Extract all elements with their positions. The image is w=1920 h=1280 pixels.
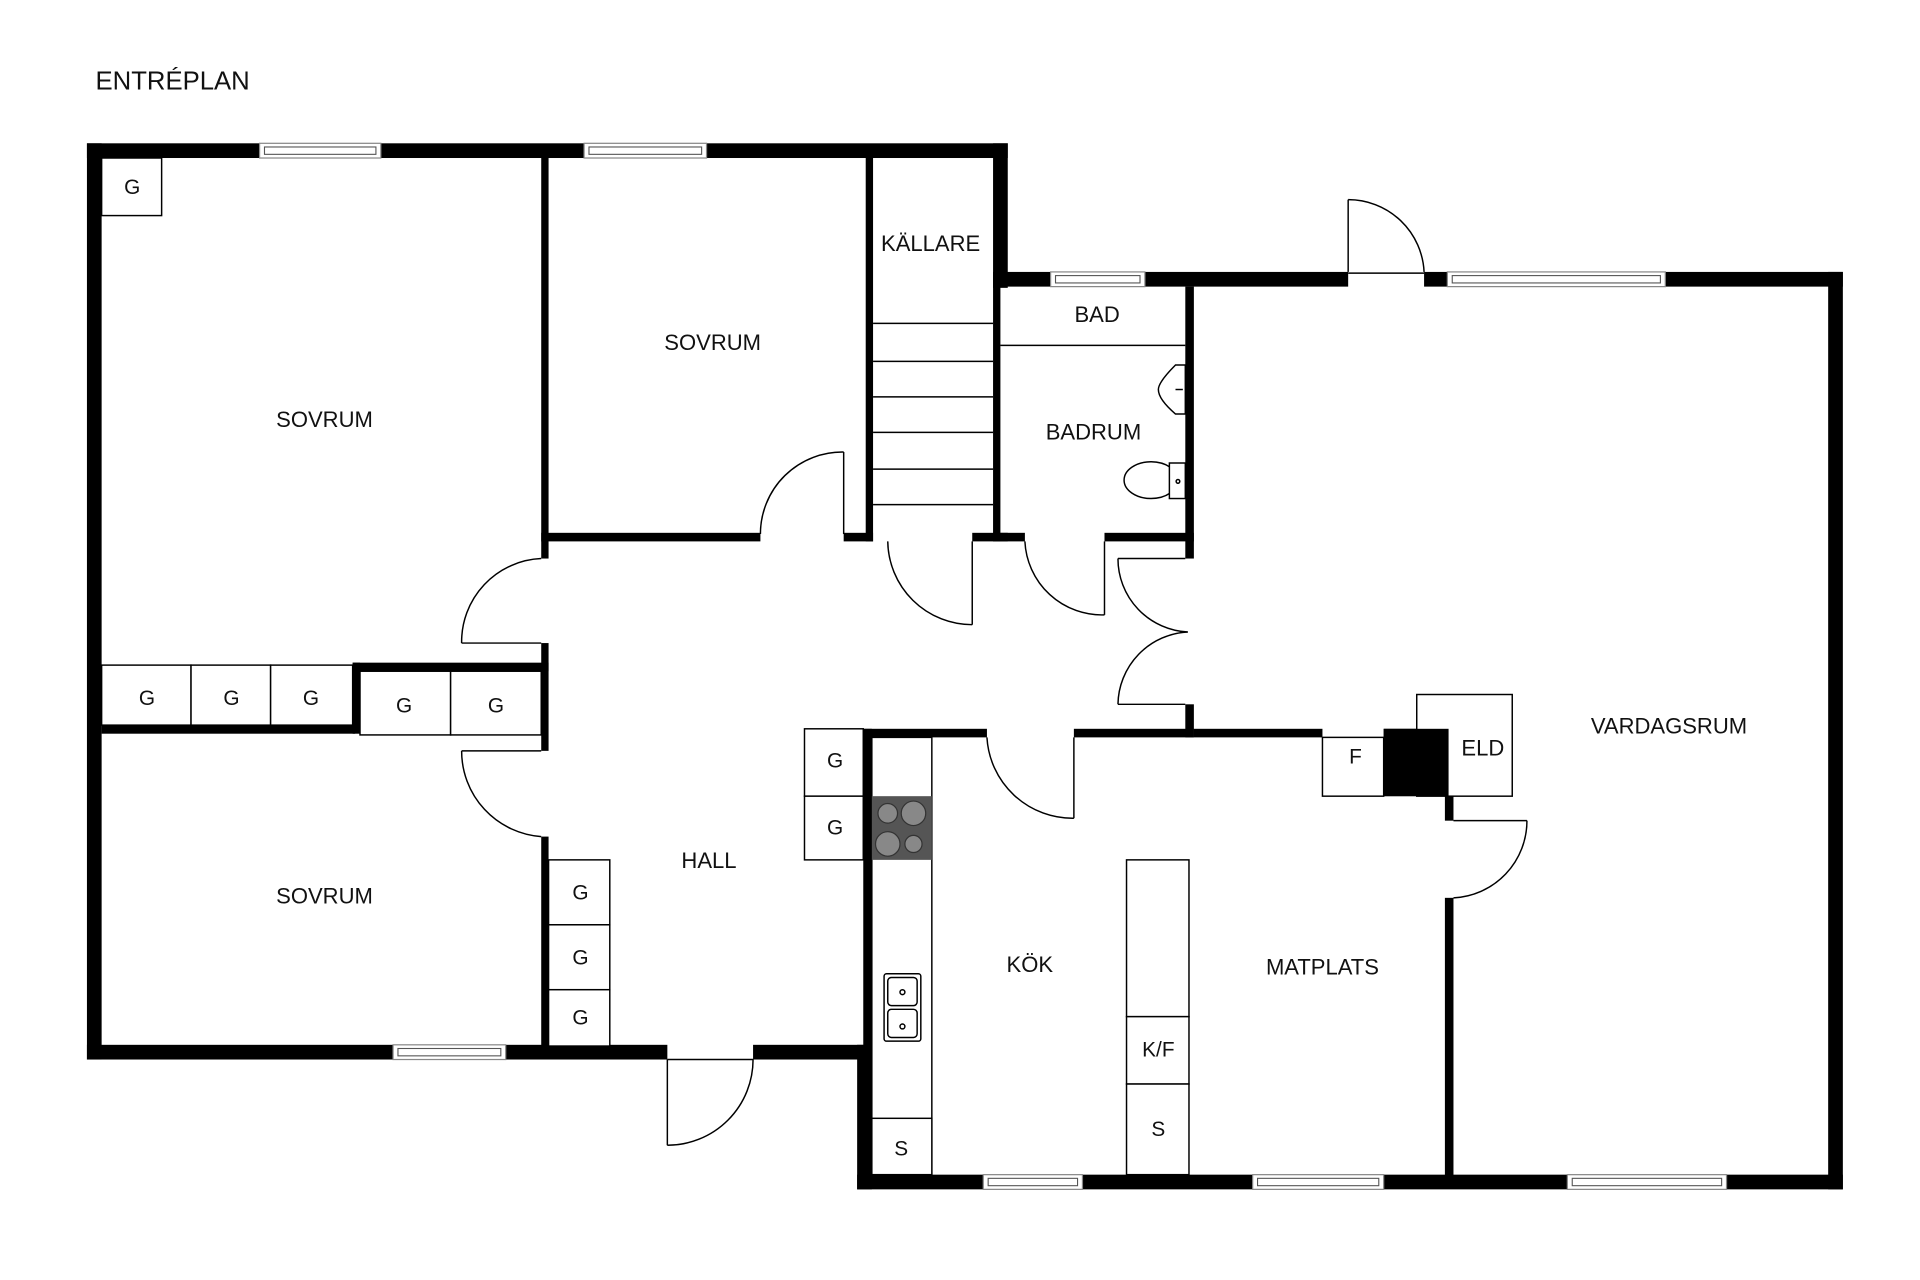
- svg-text:G: G: [139, 687, 155, 710]
- toilet-icon: [1123, 461, 1187, 500]
- door-sovrum-top-left[interactable]: [460, 557, 542, 644]
- room-labels: SOVRUM SOVRUM SOVRUM KÄLLARE BAD BADRUM …: [276, 231, 1747, 980]
- svg-text:G: G: [572, 947, 588, 970]
- window: [258, 142, 382, 159]
- basement-stairs: [873, 322, 994, 506]
- svg-text:F: F: [1349, 746, 1362, 769]
- cabinet: S: [1125, 1083, 1190, 1176]
- closet: G: [269, 664, 354, 726]
- svg-text:ELD: ELD: [1461, 735, 1504, 760]
- closet: G: [100, 157, 163, 217]
- svg-text:S: S: [1151, 1118, 1165, 1141]
- room-label-kok: KÖK: [1007, 952, 1054, 977]
- closet: G: [803, 795, 864, 861]
- outer-walls: [86, 143, 1843, 1190]
- svg-text:G: G: [396, 694, 412, 717]
- door-kok[interactable]: [986, 737, 1075, 819]
- svg-text:G: G: [488, 694, 504, 717]
- doors: [460, 198, 1528, 1146]
- cabinet: S: [871, 1117, 933, 1176]
- door-vardagsrum-double[interactable]: [1117, 557, 1188, 706]
- door-sovrum-bottom-left[interactable]: [460, 750, 542, 838]
- plan-title: ENTRÉPLAN: [96, 66, 250, 95]
- window: [1252, 1174, 1385, 1190]
- svg-text:G: G: [827, 817, 843, 840]
- room-label-vardagsrum: VARDAGSRUM: [1591, 713, 1747, 738]
- svg-text:S: S: [894, 1138, 908, 1161]
- svg-text:G: G: [223, 687, 239, 710]
- door-outside-top[interactable]: [1347, 198, 1425, 274]
- bathroom-fixtures: [1000, 344, 1187, 500]
- svg-text:G: G: [827, 749, 843, 772]
- fireplace-area: F ELD: [1321, 693, 1513, 797]
- closet: G: [547, 859, 611, 926]
- closet: G: [547, 988, 611, 1047]
- closets: G G G G G G G G G G G: [100, 157, 864, 1047]
- closet: G: [359, 670, 452, 736]
- freezer: F: [1321, 736, 1385, 797]
- kitchen-sink-icon: [883, 973, 922, 1042]
- room-label-sovrum: SOVRUM: [276, 884, 373, 909]
- sink-icon: [1157, 364, 1187, 415]
- door-sovrum-mid[interactable]: [759, 451, 845, 535]
- cooktop-icon: [871, 796, 932, 860]
- room-label-matplats: MATPLATS: [1266, 955, 1379, 980]
- kitchen-island: [1125, 859, 1190, 1018]
- window: [392, 1044, 507, 1061]
- door-entrance[interactable]: [666, 1058, 754, 1146]
- door-badrum[interactable]: [1024, 541, 1106, 616]
- window: [583, 142, 708, 159]
- windows: [258, 142, 1728, 1190]
- fireplace: ELD: [1383, 693, 1513, 797]
- room-label-hall: HALL: [681, 848, 736, 873]
- room-label-kallare: KÄLLARE: [881, 231, 980, 256]
- svg-text:G: G: [303, 687, 319, 710]
- room-label-bad: BAD: [1074, 302, 1119, 327]
- svg-text:G: G: [124, 176, 140, 199]
- door-matplats-vardagsrum[interactable]: [1453, 819, 1528, 899]
- closet: G: [100, 664, 192, 726]
- closet: G: [547, 924, 611, 991]
- fridge-freezer: K/F: [1125, 1015, 1190, 1085]
- closet: G: [190, 664, 272, 726]
- door-kallare[interactable]: [887, 541, 973, 626]
- window: [1050, 271, 1146, 288]
- window: [1446, 271, 1666, 288]
- room-label-sovrum: SOVRUM: [664, 330, 761, 355]
- kitchen-fixtures: S K/F S: [871, 736, 1190, 1176]
- window: [1566, 1174, 1728, 1190]
- window: [982, 1174, 1084, 1190]
- closet: G: [803, 728, 864, 797]
- svg-text:G: G: [572, 1007, 588, 1030]
- room-label-sovrum: SOVRUM: [276, 407, 373, 432]
- closet: G: [449, 670, 542, 736]
- svg-text:K/F: K/F: [1142, 1038, 1174, 1061]
- svg-text:G: G: [572, 882, 588, 905]
- room-label-badrum: BADRUM: [1046, 419, 1141, 444]
